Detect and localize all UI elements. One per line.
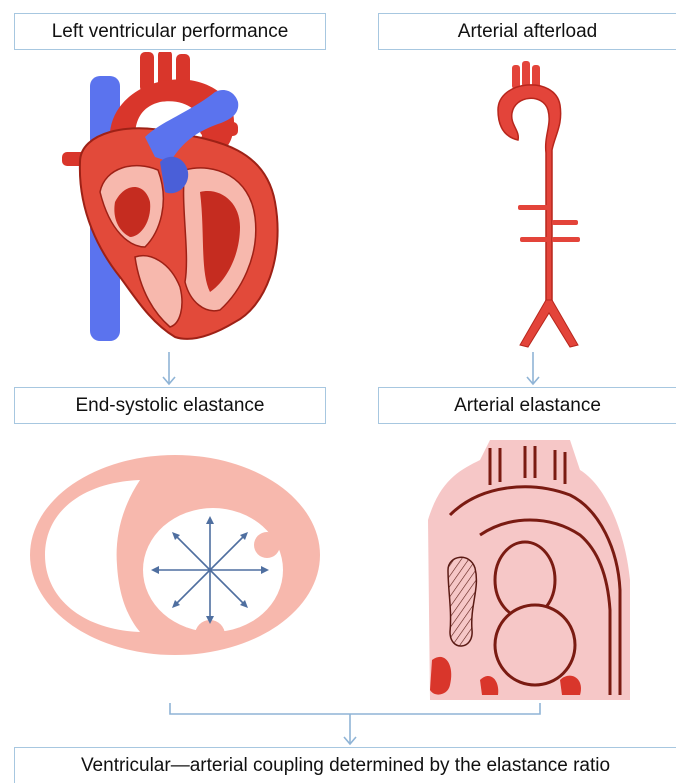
merge-bracket [170, 703, 540, 714]
aortic-arch-section-icon [420, 440, 640, 700]
ventricle-cross-section-icon [25, 450, 325, 670]
aorta-icon [460, 55, 610, 355]
heart-icon [40, 52, 320, 352]
